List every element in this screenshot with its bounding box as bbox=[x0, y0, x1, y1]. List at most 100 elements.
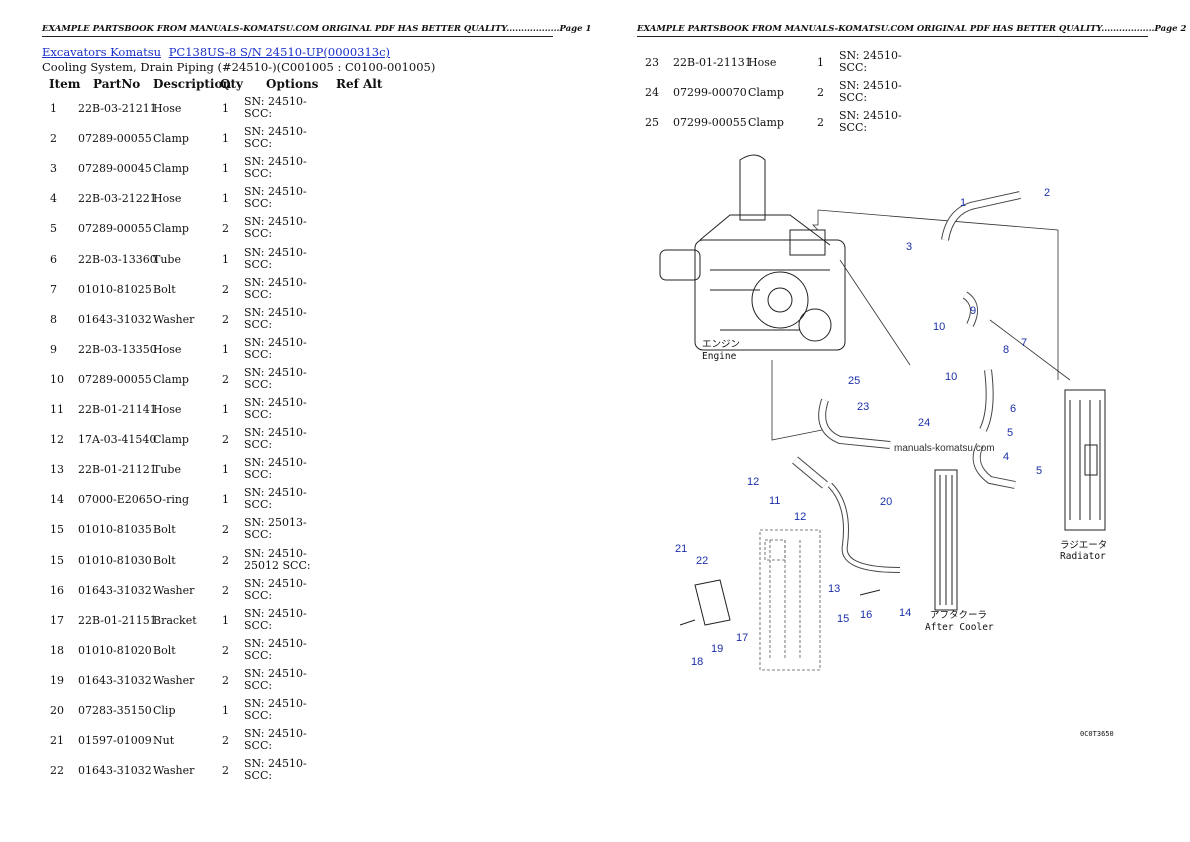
part-description: Bolt bbox=[153, 523, 176, 537]
part-item: 4 bbox=[50, 192, 57, 206]
part-options: SN: 24510-SCC: bbox=[244, 125, 307, 151]
part-number: 07283-35150 bbox=[78, 704, 152, 717]
part-number: 07000-E2065 bbox=[78, 493, 153, 507]
part-item: 15 bbox=[50, 523, 64, 537]
part-description: Nut bbox=[153, 734, 175, 748]
callout-label: 20 bbox=[880, 496, 892, 508]
part-qty: 1 bbox=[222, 162, 229, 176]
part-options: SN: 24510-SCC: bbox=[244, 636, 307, 662]
part-description: Clamp bbox=[153, 132, 189, 146]
part-description: Clamp bbox=[153, 162, 189, 176]
part-item: 11 bbox=[50, 403, 64, 416]
aftercooler-label-jp: アフタクーラ bbox=[930, 610, 987, 621]
callout-label: 8 bbox=[1003, 344, 1009, 356]
callout-label: 10 bbox=[933, 321, 945, 333]
page-header-2: EXAMPLE PARTSBOOK FROM MANUALS-KOMATSU.C… bbox=[637, 24, 1186, 37]
part-number: 22B-03-13350 bbox=[78, 342, 157, 356]
part-description: Hose bbox=[748, 56, 777, 69]
callout-label: 1 bbox=[960, 197, 966, 209]
part-description: Clamp bbox=[748, 86, 784, 99]
part-qty: 1 bbox=[817, 56, 824, 69]
part-qty: 1 bbox=[222, 342, 229, 356]
callout-label: 22 bbox=[696, 555, 708, 567]
part-number: 01597-01009 bbox=[78, 734, 152, 748]
part-description: O-ring bbox=[153, 493, 190, 507]
callout-label: 7 bbox=[1021, 337, 1027, 349]
callout-label: 10 bbox=[945, 371, 957, 383]
col-header-qty: Qty bbox=[220, 77, 243, 91]
part-item: 8 bbox=[50, 312, 57, 326]
part-qty: 2 bbox=[222, 312, 229, 326]
part-qty: 1 bbox=[222, 704, 229, 717]
part-number: 07289-00055 bbox=[78, 132, 152, 146]
part-description: Bracket bbox=[153, 613, 197, 627]
callout-label: 6 bbox=[1010, 403, 1016, 415]
breadcrumb: Excavators Komatsu PC138US-8 S/N 24510-U… bbox=[42, 45, 394, 59]
part-options: SN: 24510-SCC: bbox=[244, 95, 307, 120]
part-description: Clamp bbox=[748, 116, 784, 129]
part-qty: 2 bbox=[817, 86, 824, 99]
part-description: Clip bbox=[153, 704, 176, 717]
part-number: 22B-03-13360 bbox=[78, 252, 157, 266]
part-item: 17 bbox=[50, 613, 64, 627]
part-item: 2 bbox=[50, 132, 57, 146]
part-number: 07299-00055 bbox=[673, 116, 747, 129]
callout-label: 17 bbox=[736, 632, 748, 644]
callout-label: 12 bbox=[794, 511, 806, 523]
callout-label: 14 bbox=[899, 607, 911, 619]
part-number: 01010-81025 bbox=[78, 282, 152, 296]
part-number: 01010-81035 bbox=[78, 523, 152, 537]
part-description: Washer bbox=[153, 673, 195, 687]
part-options: SN: 24510-SCC: bbox=[244, 185, 307, 211]
part-number: 01010-81020 bbox=[78, 643, 152, 657]
callout-label: 2 bbox=[1044, 187, 1050, 199]
breadcrumb-link-model[interactable]: PC138US-8 S/N 24510-UP(0000313c) bbox=[168, 45, 391, 59]
part-number: 01643-31032 bbox=[78, 583, 152, 597]
part-item: 14 bbox=[50, 493, 64, 507]
part-item: 25 bbox=[645, 116, 659, 129]
part-item: 13 bbox=[50, 463, 64, 477]
part-number: 01643-31032 bbox=[78, 764, 152, 778]
part-number: 22B-01-21131 bbox=[673, 56, 752, 69]
part-number: 01010-81030 bbox=[78, 553, 152, 567]
aftercooler-label: After Cooler bbox=[925, 622, 994, 633]
engine-label-jp: エンジン bbox=[702, 339, 740, 350]
part-description: Bolt bbox=[153, 553, 176, 567]
part-item: 1 bbox=[50, 102, 57, 115]
part-item: 23 bbox=[645, 56, 659, 69]
part-description: Hose bbox=[153, 403, 182, 416]
part-options: SN: 24510-SCC: bbox=[244, 486, 307, 512]
part-options: SN: 24510-25012 SCC: bbox=[244, 546, 311, 572]
radiator-label-jp: ラジエータ bbox=[1060, 540, 1107, 551]
callout-label: 13 bbox=[828, 583, 840, 595]
part-number: 22B-01-21141 bbox=[78, 403, 157, 416]
callout-label: 12 bbox=[747, 476, 759, 488]
part-item: 6 bbox=[50, 252, 57, 266]
callout-label: 9 bbox=[970, 305, 976, 317]
part-qty: 1 bbox=[222, 403, 229, 416]
aftercooler-drawing bbox=[934, 469, 958, 611]
part-qty: 2 bbox=[222, 764, 229, 778]
part-qty: 1 bbox=[222, 132, 229, 146]
col-header-options: Options bbox=[266, 77, 319, 91]
part-options: SN: 24510-SCC: bbox=[244, 576, 307, 602]
col-header-refalt: Ref Alt bbox=[336, 77, 383, 91]
part-qty: 2 bbox=[222, 433, 229, 447]
part-number: 07289-00045 bbox=[78, 162, 152, 176]
part-qty: 1 bbox=[222, 102, 229, 115]
part-options: SN: 24510-SCC: bbox=[244, 155, 307, 181]
part-number: 07289-00055 bbox=[78, 222, 152, 236]
page-header-1: EXAMPLE PARTSBOOK FROM MANUALS-KOMATSU.C… bbox=[42, 24, 591, 37]
part-qty: 2 bbox=[817, 116, 824, 129]
part-options: SN: 24510-SCC: bbox=[839, 109, 902, 134]
part-options: SN: 24510-SCC: bbox=[244, 365, 307, 391]
part-item: 7 bbox=[50, 282, 57, 296]
exploded-parts-diagram: エンジン Engine ラジエータ Radiator アフタクーラ After … bbox=[659, 154, 1114, 738]
page-title: Cooling System, Drain Piping (#24510-)(C… bbox=[42, 60, 436, 74]
part-description: Hose bbox=[153, 102, 182, 115]
engine-label: Engine bbox=[702, 351, 737, 362]
reference-code: 0C0T3650 bbox=[1080, 730, 1114, 738]
breadcrumb-link-category[interactable]: Excavators Komatsu bbox=[42, 45, 162, 59]
part-options: SN: 24510-SCC: bbox=[244, 757, 307, 783]
